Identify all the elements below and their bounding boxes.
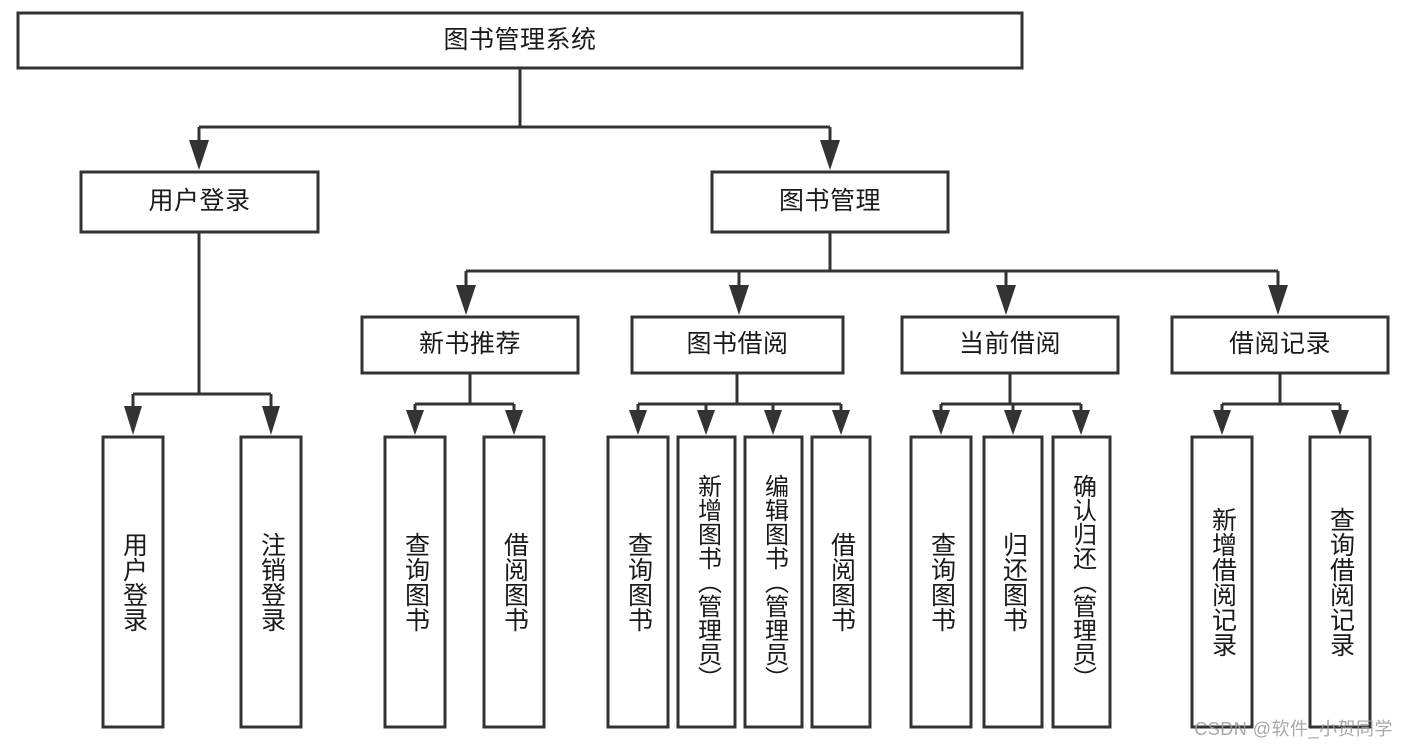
- node-box-leaf-borrow-query-book[interactable]: [606, 435, 670, 729]
- node-box-new-book-rec[interactable]: [360, 315, 580, 375]
- connector-root-to-level2: [189, 68, 840, 170]
- node-box-book-borrow[interactable]: [630, 315, 845, 375]
- connector-new-book-rec-to-leaves: [406, 373, 523, 435]
- connector-book-borrow-to-leaves: [629, 373, 850, 435]
- node-box-leaf-rec-query-book[interactable]: [383, 435, 447, 729]
- connector-book-manage-to-level3: [456, 232, 1288, 315]
- node-box-current-borrow[interactable]: [900, 315, 1120, 375]
- node-box-leaf-cur-query-book[interactable]: [909, 435, 973, 729]
- node-box-leaf-query-borrow-record[interactable]: [1308, 435, 1372, 729]
- node-box-leaf-edit-book-admin[interactable]: [743, 435, 804, 729]
- csdn-watermark: CSDN @软件_小贺同学: [1194, 719, 1393, 739]
- node-box-leaf-add-book-admin[interactable]: [676, 435, 737, 729]
- connector-user-login-to-leaves: [124, 232, 280, 435]
- node-box-user-login[interactable]: [79, 170, 320, 234]
- node-box-leaf-add-borrow-record[interactable]: [1190, 435, 1254, 729]
- node-box-leaf-user-logout[interactable]: [239, 435, 303, 729]
- node-box-leaf-return-book[interactable]: [982, 435, 1044, 729]
- node-box-borrow-record[interactable]: [1170, 315, 1390, 375]
- connector-current-borrow-to-leaves: [932, 373, 1090, 435]
- node-box-root[interactable]: [16, 11, 1024, 70]
- connector-borrow-record-to-leaves: [1213, 373, 1349, 435]
- node-box-leaf-rec-borrow-book[interactable]: [482, 435, 546, 729]
- node-box-leaf-confirm-return-admin[interactable]: [1051, 435, 1112, 729]
- node-box-leaf-borrow-book[interactable]: [810, 435, 872, 729]
- node-box-book-manage[interactable]: [710, 170, 950, 234]
- node-box-leaf-user-login[interactable]: [101, 435, 165, 729]
